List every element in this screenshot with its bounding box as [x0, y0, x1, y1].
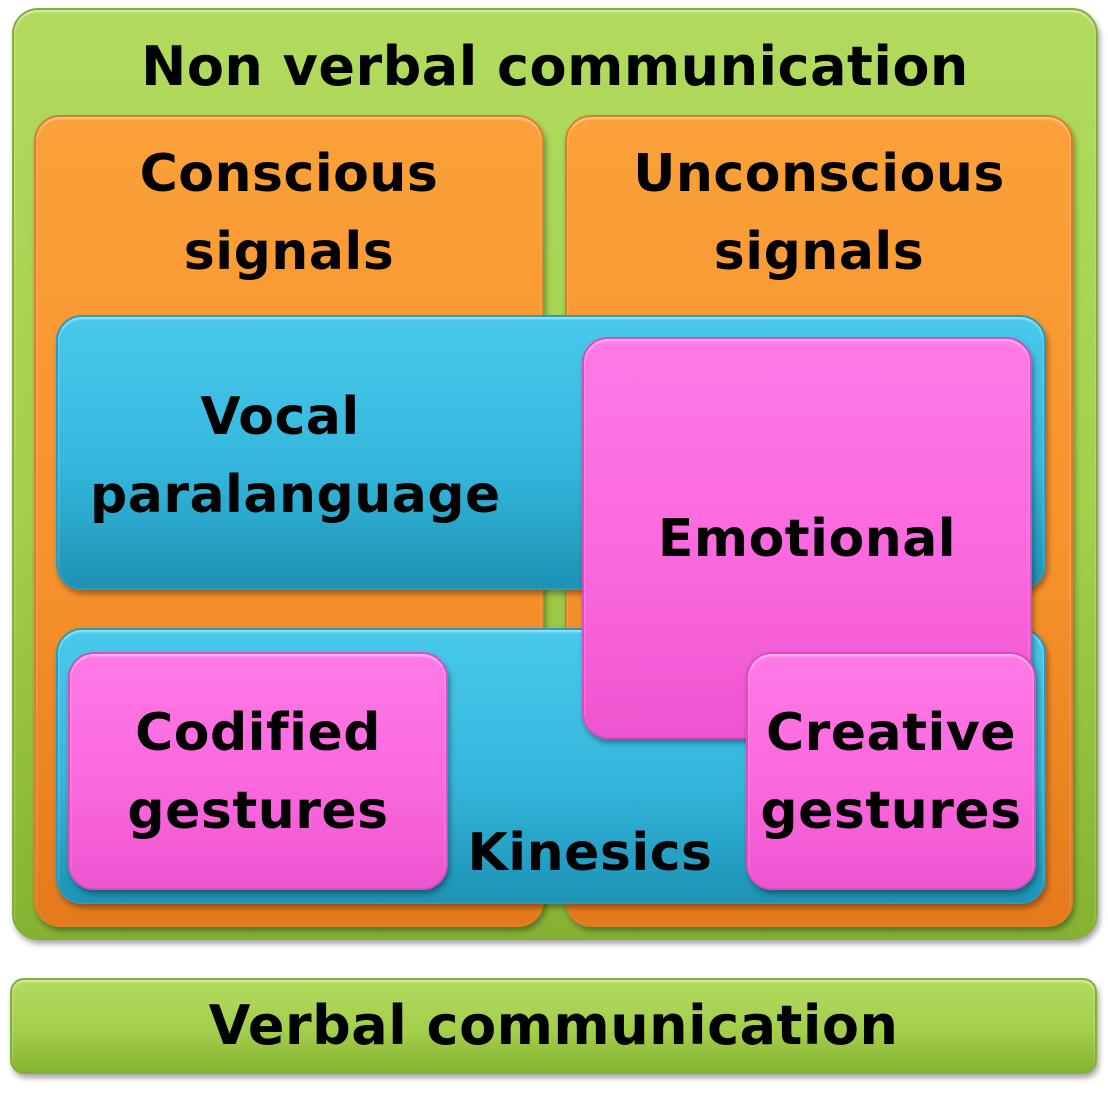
codified-gestures-box	[68, 652, 448, 890]
creative-gestures-line2: gestures	[760, 781, 1022, 841]
vocal-paralanguage-line2: paralanguage	[90, 465, 501, 525]
kinesics-label: Kinesics	[467, 823, 713, 883]
nonverbal-communication-title: Non verbal communication	[141, 35, 969, 98]
unconscious-signals-line1: Unconscious	[633, 144, 1005, 204]
vocal-paralanguage-label: Vocal paralanguage	[90, 378, 501, 534]
unconscious-signals-line2: signals	[713, 222, 925, 282]
emotional-label: Emotional	[657, 509, 957, 569]
codified-gestures-label: Codified gestures	[68, 694, 448, 850]
vocal-paralanguage-line1: Vocal	[200, 387, 360, 447]
codified-gestures-line2: gestures	[127, 781, 389, 841]
creative-gestures-line1: Creative	[765, 703, 1016, 763]
creative-gestures-box	[746, 652, 1036, 890]
creative-gestures-label: Creative gestures	[746, 694, 1036, 850]
verbal-communication-box	[10, 978, 1097, 1074]
conscious-signals-line1: Conscious	[139, 144, 439, 204]
conscious-signals-label: Conscious signals	[34, 135, 544, 291]
codified-gestures-line1: Codified	[135, 703, 381, 763]
verbal-communication-title: Verbal communication	[208, 994, 899, 1057]
conscious-signals-line2: signals	[183, 222, 395, 282]
unconscious-signals-label: Unconscious signals	[565, 135, 1073, 291]
